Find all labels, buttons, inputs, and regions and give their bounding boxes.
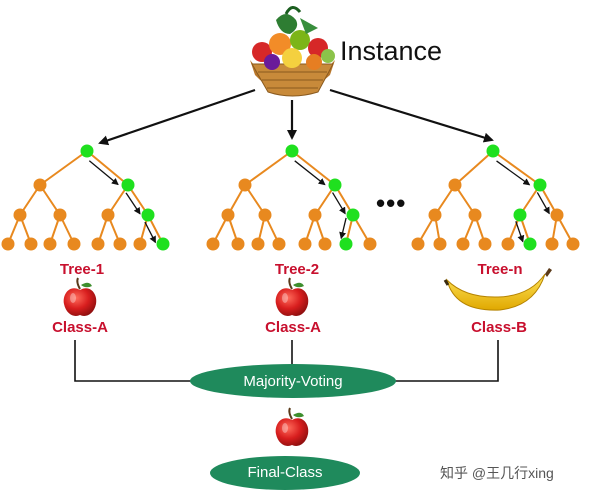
tree-node xyxy=(221,208,235,222)
instance-arrows xyxy=(98,88,494,146)
tree-node xyxy=(133,237,147,251)
tree-n-class-label: Class-B xyxy=(471,319,527,336)
watermark: 知乎 @王几行xing xyxy=(440,465,554,481)
fruit-basket-icon xyxy=(250,6,335,97)
decision-path-arrow xyxy=(496,160,531,186)
majority-voting-node xyxy=(190,364,396,398)
final-class-node xyxy=(210,456,360,490)
tree-path-node xyxy=(156,237,170,251)
tree-path-node xyxy=(80,144,94,158)
more-trees-ellipsis: ••• xyxy=(376,188,407,218)
tree-edge xyxy=(86,150,129,186)
tree-path-node xyxy=(339,237,353,251)
tree-node xyxy=(238,178,252,192)
tree-node xyxy=(101,208,115,222)
decision-path-arrow xyxy=(125,192,141,215)
tree-path-node xyxy=(523,237,537,251)
tree-edge xyxy=(244,150,293,186)
tree-node xyxy=(206,237,220,251)
tree-node xyxy=(251,237,265,251)
tree-node xyxy=(545,237,559,251)
tree-n-label: Tree-n xyxy=(477,261,523,278)
tree-node xyxy=(363,237,377,251)
majority-voting-label: Majority-Voting xyxy=(243,373,343,390)
tree-path-node xyxy=(346,208,360,222)
tree-2-label: Tree-2 xyxy=(274,261,320,278)
decision-path-arrow xyxy=(144,221,156,244)
decision-path-arrow xyxy=(536,192,550,215)
tree-node xyxy=(468,208,482,222)
tree-2-class-label: Class-A xyxy=(265,319,321,336)
tree-node xyxy=(411,237,425,251)
tree-edge xyxy=(39,150,88,186)
decision-tree-2 xyxy=(206,144,377,251)
vote-connectors xyxy=(74,340,499,382)
tree-node xyxy=(258,208,272,222)
trees-layer xyxy=(1,144,580,251)
tree-node xyxy=(53,208,67,222)
tree-edge xyxy=(454,150,494,186)
decision-path-arrow xyxy=(294,160,326,186)
tree-node xyxy=(428,208,442,222)
tree-edge xyxy=(492,150,541,186)
tree-node xyxy=(566,237,580,251)
decision-path-arrow xyxy=(331,192,346,215)
tree-node xyxy=(298,237,312,251)
decision-tree-1 xyxy=(1,144,170,251)
banana-icon xyxy=(443,268,552,311)
tree-path-node xyxy=(533,178,547,192)
decision-path-arrow xyxy=(339,217,347,240)
tree-node xyxy=(33,178,47,192)
tree-node xyxy=(448,178,462,192)
final-class-label: Final-Class xyxy=(247,464,323,481)
decision-path-arrow xyxy=(515,221,525,243)
tree-path-node xyxy=(328,178,342,192)
tree-node xyxy=(308,208,322,222)
tree-path-node xyxy=(121,178,135,192)
decision-path-arrow xyxy=(88,160,119,186)
instance-label: Instance xyxy=(340,36,443,66)
tree-node xyxy=(433,237,447,251)
apple-icon xyxy=(63,277,97,316)
tree-node xyxy=(113,237,127,251)
tree-node xyxy=(43,237,57,251)
tree-node xyxy=(24,237,38,251)
tree-1-label: Tree-1 xyxy=(59,261,105,278)
tree-node xyxy=(91,237,105,251)
tree-path-node xyxy=(141,208,155,222)
tree-path-node xyxy=(285,144,299,158)
tree-node xyxy=(456,237,470,251)
tree-path-node xyxy=(513,208,527,222)
tree-1-class-label: Class-A xyxy=(52,319,108,336)
tree-path-node xyxy=(486,144,500,158)
tree-node xyxy=(478,237,492,251)
tree-node xyxy=(1,237,15,251)
tree-node xyxy=(67,237,81,251)
tree-node xyxy=(550,208,564,222)
apple-icon xyxy=(275,277,309,316)
tree-node xyxy=(501,237,515,251)
apple-icon xyxy=(275,407,309,446)
tree-edge xyxy=(291,150,336,186)
tree-node xyxy=(231,237,245,251)
tree-node xyxy=(272,237,286,251)
decision-tree-3 xyxy=(411,144,580,251)
tree-node xyxy=(13,208,27,222)
tree-node xyxy=(318,237,332,251)
